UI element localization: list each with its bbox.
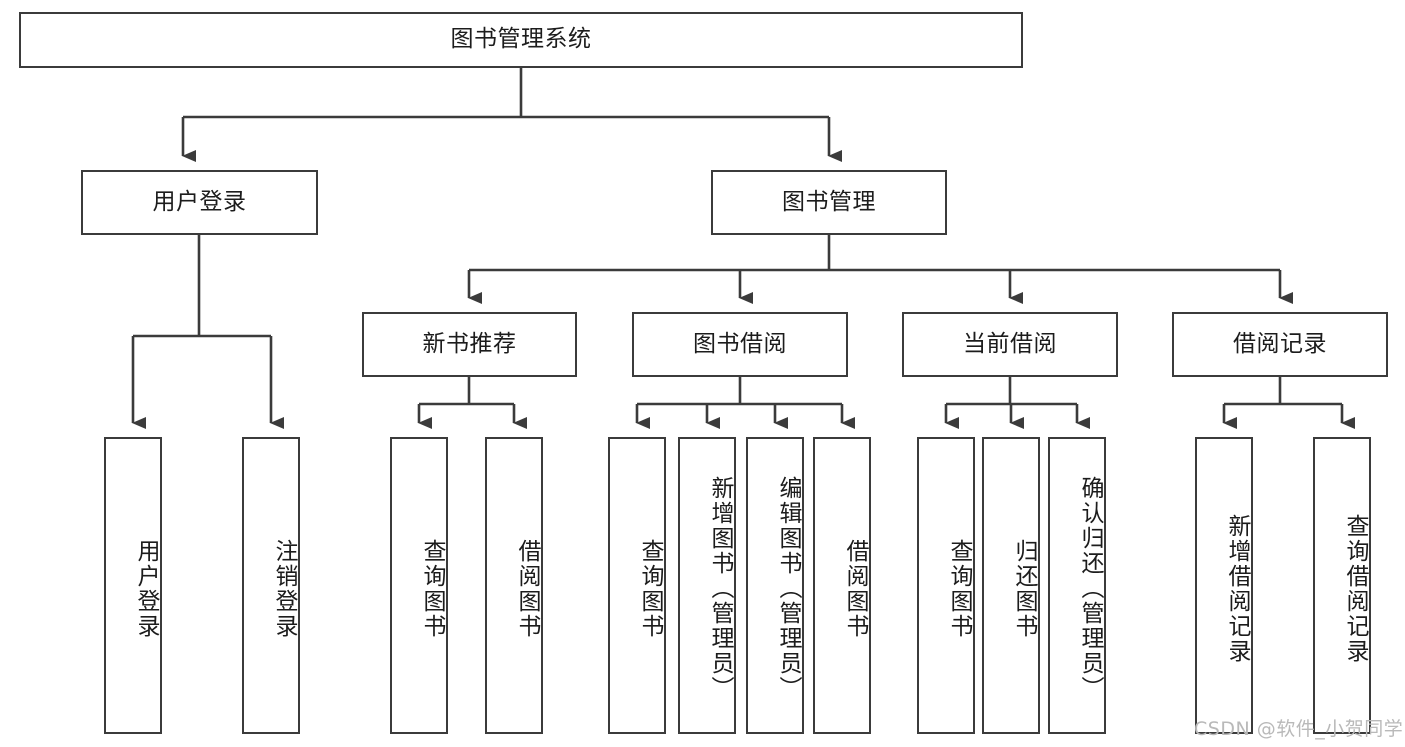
node-label: 用户登录 xyxy=(133,538,159,639)
leaf-add-book-admin[interactable]: 新增图书（管理员） xyxy=(678,437,736,734)
node-label: 查询图书 xyxy=(946,538,972,639)
node-label: 查询借阅记录 xyxy=(1342,513,1368,664)
node-label: 编辑图书（管理员） xyxy=(775,476,801,701)
leaf-edit-book-admin[interactable]: 编辑图书（管理员） xyxy=(746,437,804,734)
node-label: 确认归还（管理员） xyxy=(1077,476,1103,701)
node-borrow-record[interactable]: 借阅记录 xyxy=(1172,312,1388,377)
watermark: CSDN @软件_小贺同学 xyxy=(1194,718,1404,740)
node-book-borrow[interactable]: 图书借阅 xyxy=(632,312,848,377)
node-label: 注销登录 xyxy=(271,538,297,639)
node-label: 新书推荐 xyxy=(422,330,517,357)
leaf-logout[interactable]: 注销登录 xyxy=(242,437,300,734)
leaf-query-book-borrow[interactable]: 查询图书 xyxy=(608,437,666,734)
node-label: 图书管理系统 xyxy=(450,26,592,53)
node-current-borrow[interactable]: 当前借阅 xyxy=(902,312,1118,377)
node-label: 查询图书 xyxy=(637,538,663,639)
node-label: 用户登录 xyxy=(152,188,247,215)
node-label: 新增图书（管理员） xyxy=(707,476,733,701)
node-root-system[interactable]: 图书管理系统 xyxy=(19,12,1023,68)
leaf-add-borrow-record[interactable]: 新增借阅记录 xyxy=(1195,437,1253,734)
node-label: 当前借阅 xyxy=(963,330,1057,357)
node-book-management[interactable]: 图书管理 xyxy=(711,170,947,235)
node-label: 图书管理 xyxy=(782,188,876,215)
leaf-borrow-book[interactable]: 借阅图书 xyxy=(813,437,871,734)
leaf-query-book-recommend[interactable]: 查询图书 xyxy=(390,437,448,734)
leaf-return-book[interactable]: 归还图书 xyxy=(982,437,1040,734)
leaf-borrow-book-recommend[interactable]: 借阅图书 xyxy=(485,437,543,734)
node-label: 借阅图书 xyxy=(514,538,540,639)
node-new-book-recommend[interactable]: 新书推荐 xyxy=(362,312,577,377)
node-label: 新增借阅记录 xyxy=(1224,513,1250,664)
node-label: 借阅图书 xyxy=(842,538,868,639)
node-label: 归还图书 xyxy=(1011,538,1037,639)
node-label: 图书借阅 xyxy=(693,330,787,357)
node-user-login[interactable]: 用户登录 xyxy=(81,170,318,235)
leaf-query-borrow-record[interactable]: 查询借阅记录 xyxy=(1313,437,1371,734)
leaf-user-login[interactable]: 用户登录 xyxy=(104,437,162,734)
node-label: 借阅记录 xyxy=(1233,330,1327,357)
leaf-query-book-current[interactable]: 查询图书 xyxy=(917,437,975,734)
node-label: 查询图书 xyxy=(419,538,445,639)
leaf-confirm-return-admin[interactable]: 确认归还（管理员） xyxy=(1048,437,1106,734)
